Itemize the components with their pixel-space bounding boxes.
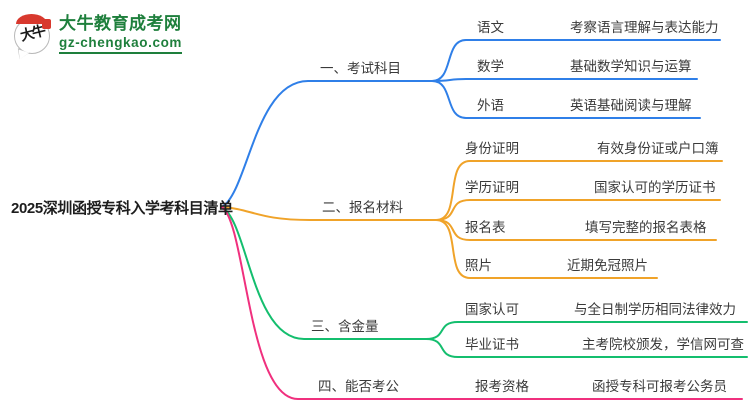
branch-2-trunk-line <box>221 206 437 221</box>
leaf-label: 照片 <box>465 258 492 273</box>
logo-bubble-seal-icon: 大牛 <box>13 13 53 62</box>
seal-arc-icon <box>16 14 47 24</box>
leaf-label: 报考资格 <box>475 379 529 394</box>
branch-1-trunk-line <box>221 80 433 208</box>
leaf-desc: 填写完整的报名表格 <box>585 220 707 235</box>
leaf-label: 数学 <box>477 59 504 74</box>
branch-2-item-4-line <box>435 219 658 279</box>
branch-2-item-1-line <box>435 160 723 221</box>
branch-3-item-1-line <box>425 321 748 340</box>
leaf-desc: 基础数学知识与运算 <box>570 59 692 74</box>
leaf-desc: 考察语言理解与表达能力 <box>570 20 719 35</box>
leaf-label: 报名表 <box>465 220 506 235</box>
leaf-desc: 与全日制学历相同法律效力 <box>574 302 736 317</box>
branch-2-label: 二、报名材料 <box>322 200 403 215</box>
leaf-desc: 英语基础阅读与理解 <box>570 98 692 113</box>
leaf-label: 毕业证书 <box>465 337 519 352</box>
branch-3-item-2-line <box>425 338 748 358</box>
leaf-label: 身份证明 <box>465 141 519 156</box>
branch-1-label: 一、考试科目 <box>320 61 401 76</box>
leaf-label: 外语 <box>477 98 504 113</box>
brand-name: 大牛教育成考网 <box>59 14 182 33</box>
seal-stamp-icon <box>42 19 51 29</box>
branch-2-item-2-line <box>435 199 721 221</box>
brand-domain: gz-chengkao.com <box>59 35 183 54</box>
leaf-label: 语文 <box>477 20 504 35</box>
site-logo: 大牛 大牛教育成考网 gz-chengkao.com <box>13 13 183 62</box>
leaf-label: 国家认可 <box>465 302 519 317</box>
branch-3-trunk-line <box>221 206 427 340</box>
branch-1-item-3-line <box>431 80 701 119</box>
leaf-desc: 函授专科可报考公务员 <box>592 379 727 394</box>
leaf-desc: 近期免冠照片 <box>567 258 648 273</box>
central-topic: 2025深圳函授专科入学考科目清单 <box>11 200 233 217</box>
branch-1-item-1-line <box>431 39 721 82</box>
leaf-desc: 有效身份证或户口簿 <box>597 141 719 156</box>
leaf-label: 学历证明 <box>465 180 519 195</box>
leaf-desc: 主考院校颁发，学信网可查 <box>582 337 744 352</box>
leaf-desc: 国家认可的学历证书 <box>594 180 716 195</box>
branch-3-label: 三、含金量 <box>311 319 379 334</box>
branch-4-label: 四、能否考公 <box>318 379 399 394</box>
branch-1-item-2-line <box>431 78 698 82</box>
branch-4-trunk-line <box>221 206 743 400</box>
